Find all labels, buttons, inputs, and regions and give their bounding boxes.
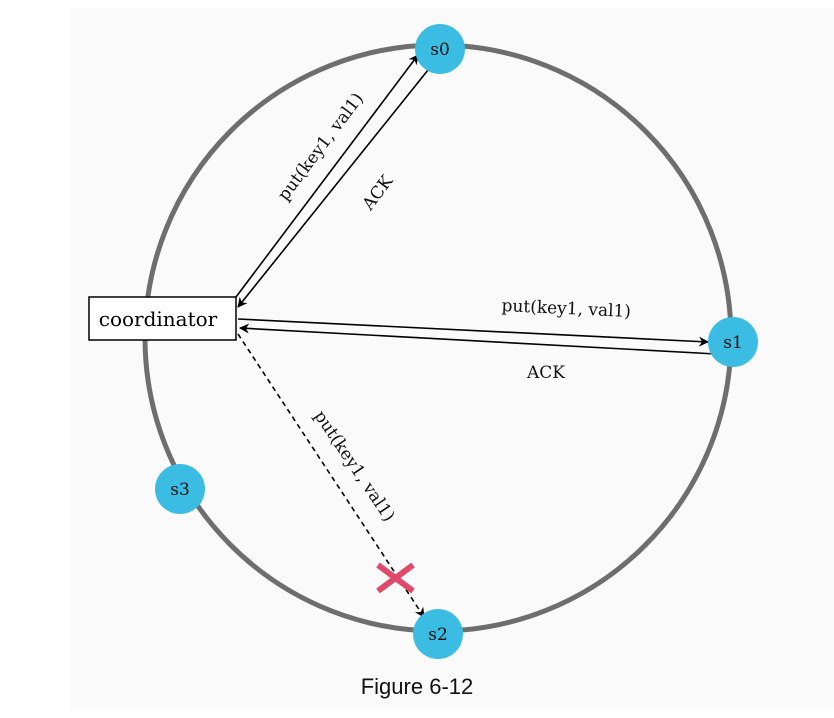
node-s0-label: s0 <box>430 40 450 60</box>
coordinator-label: coordinator <box>99 307 218 331</box>
figure-caption: Figure 6-12 <box>360 674 474 699</box>
put-arrow-s1 <box>237 318 709 347</box>
ack-arrow-s0 <box>237 69 429 308</box>
node-s2: s2 <box>413 609 463 659</box>
node-s1-label: s1 <box>723 333 743 353</box>
node-s3: s3 <box>155 464 205 514</box>
put-arrow-s2 <box>237 333 425 618</box>
node-s2-label: s2 <box>428 625 448 645</box>
node-s1: s1 <box>708 317 758 367</box>
put-arrow-s0 <box>235 54 419 298</box>
ack-arrow-s1 <box>239 323 717 355</box>
x-mark-icon <box>376 562 415 594</box>
node-s3-label: s3 <box>170 480 190 500</box>
diagram-background <box>70 8 834 708</box>
node-s0: s0 <box>415 24 465 74</box>
coordinator-box <box>88 296 237 341</box>
ack-label-s1: ACK <box>526 363 565 383</box>
